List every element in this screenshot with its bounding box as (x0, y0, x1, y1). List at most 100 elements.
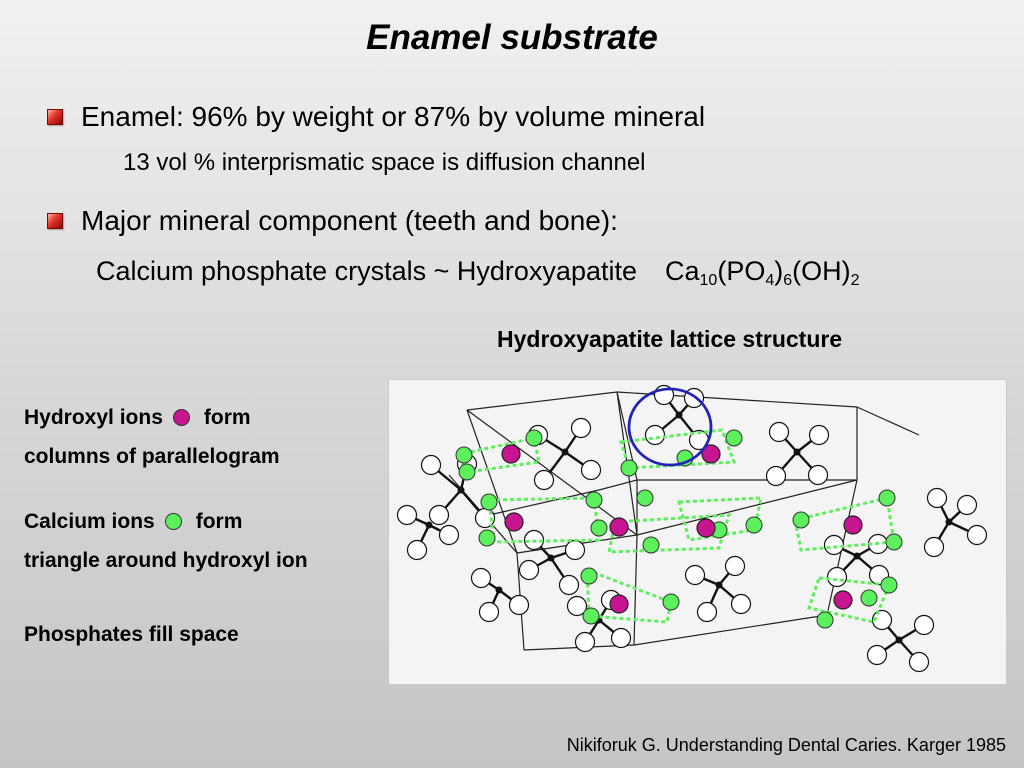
green-calcium-dot-icon (164, 513, 182, 530)
hydroxyl-ion (609, 517, 629, 537)
oxygen-atom (644, 424, 666, 446)
bullet-text: Enamel: 96% by weight or 87% by volume m… (81, 101, 706, 132)
phosphorus-atom (895, 636, 903, 644)
calcium-ion (860, 589, 878, 607)
calcium-ion (458, 463, 476, 481)
bullet-sub-text: 13 vol % interprismatic space is diffusi… (123, 149, 646, 176)
calcium-triangle-dashed-line (487, 496, 601, 544)
calcium-ion (478, 529, 496, 547)
bullet-mineral-component: Major mineral component (teeth and bone)… (47, 205, 618, 237)
oxygen-atom (923, 536, 945, 558)
oxygen-atom (580, 459, 602, 481)
hydroxyl-ion (843, 515, 863, 535)
phosphorus-atom (945, 518, 953, 526)
hydroxyl-legend-suffix: form (203, 406, 251, 429)
formula-ca: Ca (665, 256, 700, 286)
formula-ca-subscript: 10 (699, 272, 718, 289)
calcium-ion (582, 607, 600, 625)
lattice-edge (466, 409, 638, 536)
lattice-edge (636, 479, 858, 536)
figure-title: Hydroxyapatite lattice structure (497, 326, 843, 352)
calcium-ion (455, 446, 473, 464)
oxygen-atom (913, 614, 935, 636)
oxygen-atom (807, 464, 829, 486)
oxygen-atom (428, 504, 450, 526)
oxygen-atom (926, 487, 948, 509)
oxygen-atom (518, 559, 540, 581)
highlight-circle (627, 387, 713, 467)
formula-po4-subscript: 4 (765, 272, 775, 289)
phosphorus-atom (457, 486, 465, 494)
oxygen-atom (696, 601, 718, 623)
calcium-legend: Calcium ions form triangle around hydroxy… (24, 502, 308, 580)
calcium-ion (885, 533, 903, 551)
hydroxyapatite-lattice-diagram (388, 379, 1007, 685)
oxygen-atom (558, 574, 580, 596)
calcium-ion (585, 491, 603, 509)
calcium-ion (745, 516, 763, 534)
lattice-edge (488, 489, 600, 516)
oxygen-atom (724, 555, 746, 577)
bullet-text: Major mineral component (teeth and bone)… (81, 205, 618, 236)
oxygen-atom (508, 594, 530, 616)
oxygen-atom (420, 454, 442, 476)
hydroxyapatite-formula-line: Calcium phosphate crystals ~ Hydroxyapat… (96, 256, 860, 290)
oxygen-atom (533, 469, 555, 491)
oxygen-atom (823, 534, 845, 556)
calcium-legend-line2: triangle around hydroxyl ion (24, 549, 308, 572)
oxygen-atom (396, 504, 418, 526)
oxygen-atom (730, 593, 752, 615)
formula-oh: (OH) (792, 256, 851, 286)
calcium-legend-suffix: form (195, 510, 243, 533)
calcium-ion (525, 429, 543, 447)
lattice-edge (616, 391, 858, 408)
formula-prefix: Calcium phosphate crystals ~ Hydroxyapat… (96, 256, 638, 286)
bullet-enamel-composition: Enamel: 96% by weight or 87% by volume m… (47, 101, 705, 133)
oxygen-atom (765, 465, 787, 487)
hydroxyl-ion (696, 518, 716, 538)
oxygen-atom (610, 627, 632, 649)
calcium-ion (590, 519, 608, 537)
hydroxyl-ion (609, 594, 629, 614)
phosphorus-atom (675, 411, 683, 419)
oxygen-atom (966, 524, 988, 546)
hydroxyl-legend-prefix: Hydroxyl ions (24, 406, 163, 429)
calcium-triangle-dashed-line (585, 567, 673, 624)
oxygen-atom (438, 524, 460, 546)
oxygen-atom (406, 539, 428, 561)
calcium-legend-prefix: Calcium ions (24, 510, 155, 533)
calcium-ion (620, 459, 638, 477)
calcium-ion (725, 429, 743, 447)
lattice-edge (856, 406, 920, 436)
oxygen-atom (826, 566, 848, 588)
calcium-ion (480, 493, 498, 511)
calcium-triangle-dashed-line (619, 428, 737, 470)
phosphorus-atom (715, 581, 723, 589)
calcium-ion (880, 576, 898, 594)
hydroxyl-ion (501, 444, 521, 464)
phosphorus-atom (425, 521, 433, 529)
calcium-ion (792, 511, 810, 529)
oxygen-atom (684, 564, 706, 586)
lattice-structure-illustration (396, 384, 988, 673)
calcium-ion (662, 593, 680, 611)
oxygen-atom (956, 494, 978, 516)
oxygen-atom (866, 644, 888, 666)
calcium-triangle-dashed-line (607, 513, 732, 554)
red-square-bullet-icon (47, 109, 63, 125)
oxygen-atom (808, 424, 830, 446)
formula-oh-subscript: 2 (850, 272, 860, 289)
hydroxyl-ion (701, 444, 721, 464)
lattice-edge (598, 479, 638, 491)
oxygen-atom (574, 631, 596, 653)
phosphorus-atom (561, 448, 569, 456)
calcium-ion (636, 489, 654, 507)
slide-title: Enamel substrate (366, 18, 658, 57)
oxygen-atom (564, 539, 586, 561)
phosphorus-atom (793, 448, 801, 456)
calcium-ion (878, 489, 896, 507)
lattice-edge (466, 391, 618, 411)
phosphorus-atom (547, 554, 555, 562)
oxygen-atom (908, 651, 930, 673)
